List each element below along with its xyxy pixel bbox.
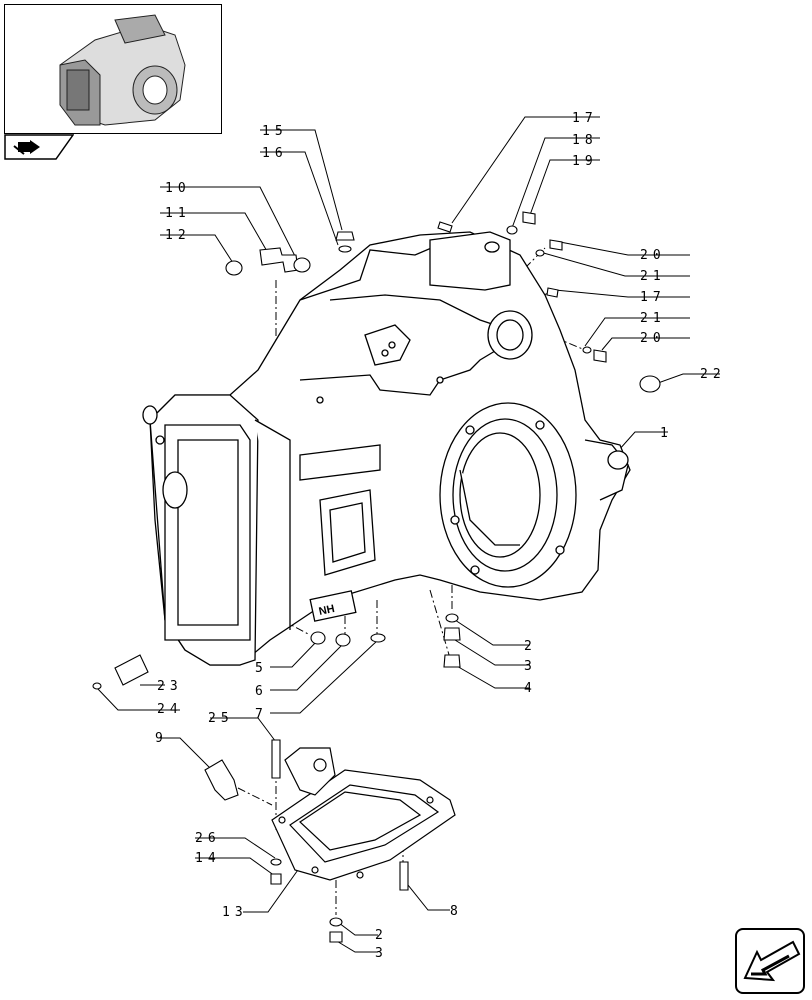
screw-14-icon — [270, 873, 282, 885]
screw-17b-icon — [546, 287, 559, 298]
folder-tab[interactable] — [4, 134, 75, 160]
washer-7-icon — [370, 633, 386, 643]
stud-25-icon — [271, 739, 281, 779]
label-13: 13 — [222, 905, 248, 920]
washer-18-icon — [506, 225, 518, 235]
ring-24-icon — [92, 682, 102, 690]
label-16: 16 — [262, 146, 288, 161]
plug-3-icon — [443, 627, 461, 641]
label-5: 5 — [255, 661, 268, 676]
label-23: 23 — [157, 679, 183, 694]
label-18: 18 — [572, 133, 598, 148]
housing-logo: NH — [318, 603, 336, 618]
plug-5-icon — [310, 631, 326, 645]
label-10: 10 — [165, 181, 191, 196]
pin-23-icon — [114, 654, 149, 686]
label-3: 3 — [524, 659, 537, 674]
plug-3b-icon — [329, 931, 343, 943]
washer-26-icon — [270, 858, 282, 866]
label-17-right: 17 — [640, 290, 666, 305]
label-15: 15 — [262, 124, 288, 139]
label-20: 20 — [640, 248, 666, 263]
washer-21-icon — [535, 249, 545, 257]
label-6: 6 — [255, 684, 268, 699]
assembly-thumbnail — [4, 4, 222, 134]
cap-10-icon — [293, 257, 311, 273]
label-14: 14 — [195, 851, 221, 866]
label-7: 7 — [255, 707, 268, 722]
label-11: 11 — [165, 206, 191, 221]
label-8: 8 — [450, 904, 463, 919]
label-24: 24 — [157, 702, 183, 717]
washer-21b-icon — [582, 346, 592, 354]
plug-19-icon — [522, 211, 536, 225]
rear-axle-housing — [142, 231, 631, 666]
label-25: 25 — [208, 711, 234, 726]
thumbnail-housing-icon — [59, 14, 186, 126]
next-page-arrow-icon — [743, 940, 801, 982]
label-19: 19 — [572, 154, 598, 169]
cap-12-icon — [225, 260, 243, 276]
filter-9-icon — [204, 759, 239, 801]
label-26: 26 — [195, 831, 221, 846]
label-9: 9 — [155, 731, 168, 746]
label-2-bottom: 2 — [375, 928, 388, 943]
washer-2b-icon — [329, 917, 343, 927]
bolt-8-icon — [399, 861, 409, 891]
screw-17-icon — [437, 221, 453, 233]
label-1: 1 — [660, 426, 673, 441]
label-22: 22 — [700, 367, 726, 382]
label-3-bottom: 3 — [375, 946, 388, 961]
small-parts — [92, 211, 661, 943]
label-21-right: 21 — [640, 311, 666, 326]
washer-16-icon — [338, 245, 352, 253]
screw-20b-icon — [593, 349, 607, 363]
part-labels: 17 18 19 20 21 17 21 20 22 1 15 16 10 11… — [155, 111, 726, 961]
label-20-right: 20 — [640, 331, 666, 346]
plug-22-icon — [639, 375, 661, 393]
folder-arrow-icon — [4, 134, 75, 160]
plug-15-icon — [335, 231, 355, 241]
plug-4-icon — [443, 654, 461, 668]
label-4: 4 — [524, 681, 537, 696]
next-page-button[interactable] — [735, 928, 805, 994]
screw-20-icon — [549, 239, 563, 251]
oil-pan-13 — [271, 747, 456, 881]
washer-2-icon — [445, 613, 459, 623]
label-2: 2 — [524, 639, 537, 654]
label-21: 21 — [640, 269, 666, 284]
label-17-top: 17 — [572, 111, 598, 126]
leader-lines — [96, 116, 720, 953]
plug-6-icon — [335, 633, 351, 647]
label-12: 12 — [165, 228, 191, 243]
